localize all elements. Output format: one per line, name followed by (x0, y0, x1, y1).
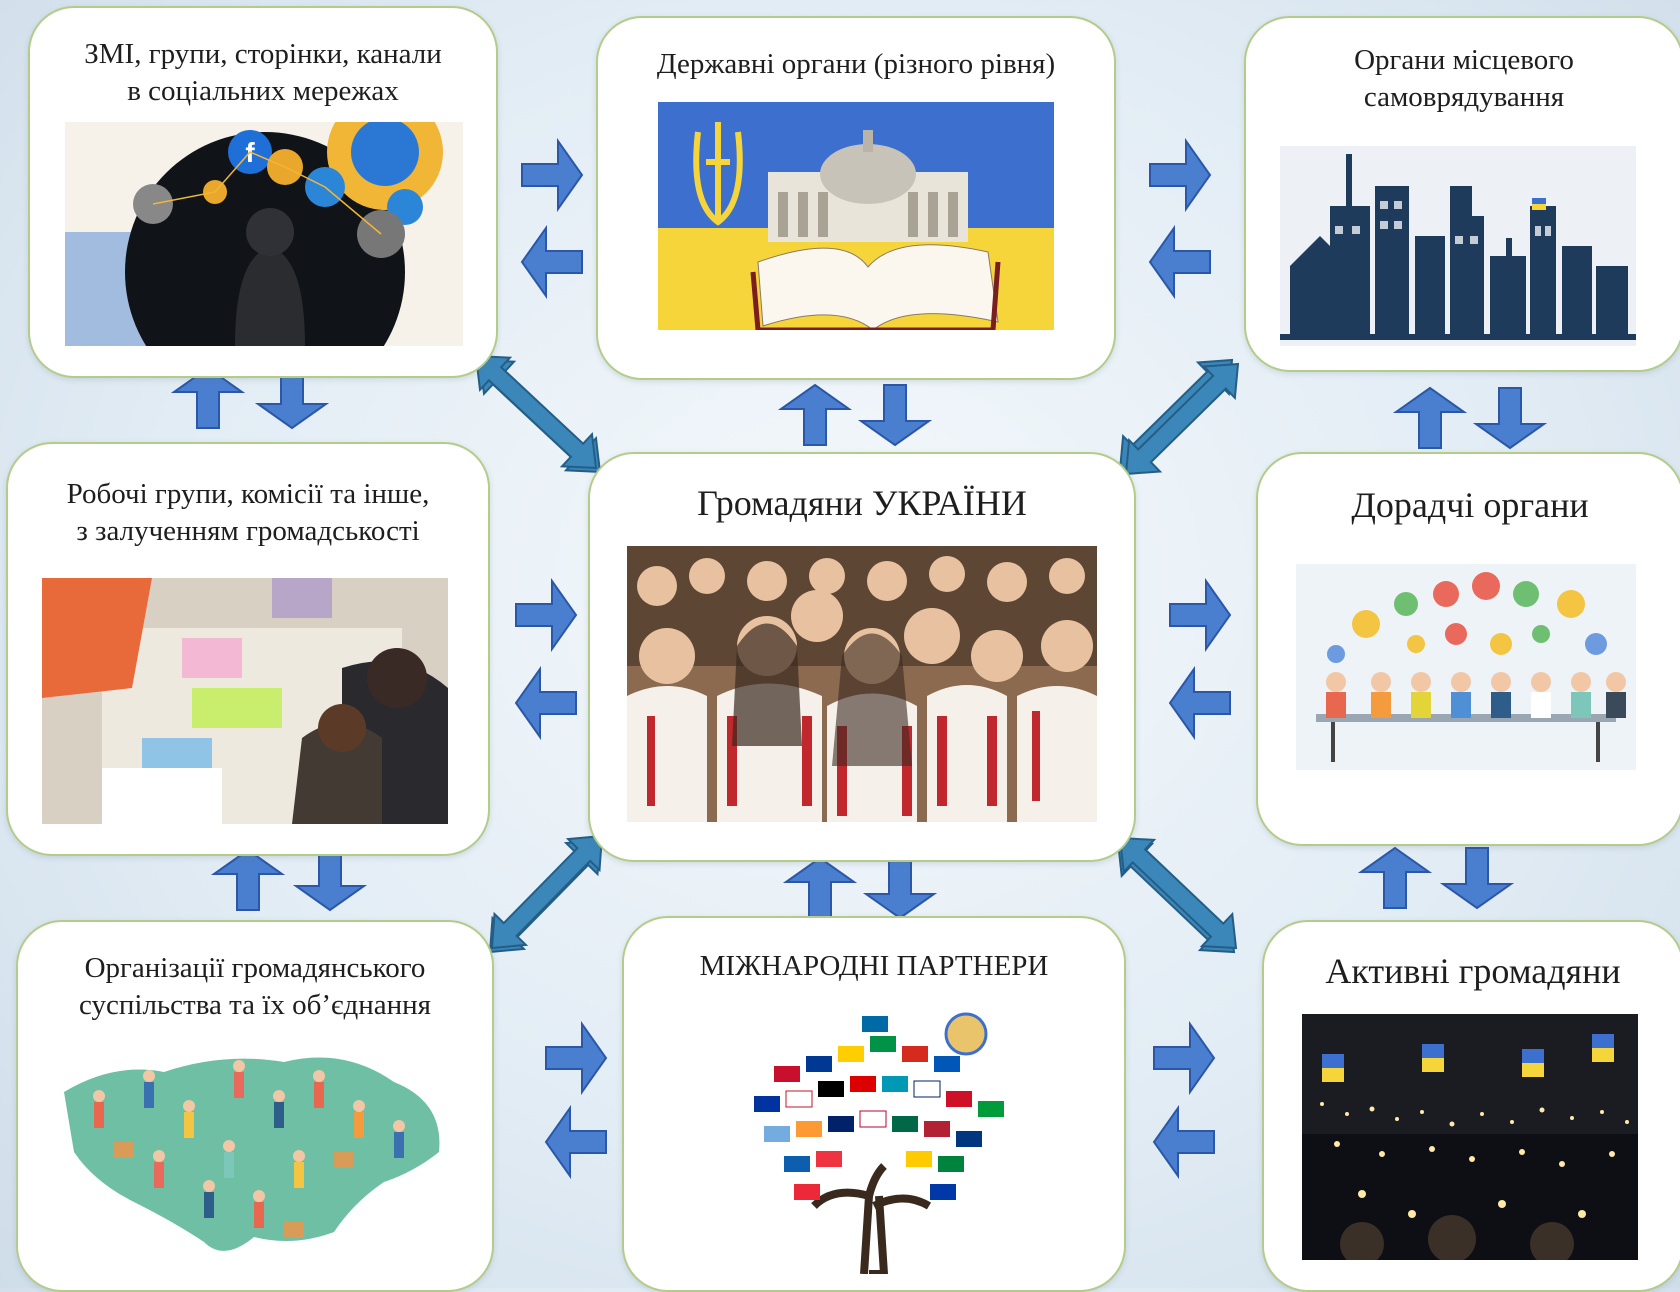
node-state-title: Державні органи (різного рівня) (656, 48, 1056, 80)
advisory-meeting-icon (1296, 564, 1636, 770)
ukraine-map-people-icon (54, 1032, 454, 1272)
working-cso-up-arrow (210, 848, 286, 911)
node-partners-title: МІЖНАРОДНІ ПАРТНЕРИ (699, 950, 1049, 982)
diag-media-citizens-b (474, 354, 598, 470)
advisory-active-down-arrow (1439, 847, 1515, 910)
ukraine-parliament-icon (658, 102, 1054, 330)
diag-citizens-cso-b (490, 834, 604, 950)
flags-tree-icon (734, 1006, 1014, 1274)
media-working-up-arrow (170, 366, 246, 429)
social-media-network-icon: f (65, 122, 463, 346)
citizens-partners-down-arrow (862, 857, 938, 920)
node-state[interactable]: Державні органи (різного рівня) (596, 16, 1116, 380)
working-group-meeting-icon (42, 578, 448, 824)
working-citizens-forward-arrow (515, 577, 578, 653)
media-state-forward-arrow (521, 137, 584, 213)
state-citizens-up-arrow (777, 383, 853, 446)
local-advisory-up-arrow (1392, 386, 1468, 449)
advisory-active-up-arrow (1357, 846, 1433, 909)
working-citizens-back-arrow (514, 665, 577, 741)
local-advisory-down-arrow (1472, 387, 1548, 450)
node-media[interactable]: ЗМІ, групи, сторінки, канали в соціальни… (28, 6, 498, 378)
citizens-partners-up-arrow (782, 856, 858, 919)
diag-citizens-local-b (1124, 362, 1240, 476)
node-local[interactable]: Органи місцевого самоврядування (1244, 16, 1680, 372)
cso-partners-back-arrow (544, 1104, 607, 1180)
working-cso-down-arrow (292, 849, 368, 912)
state-local-forward-arrow (1149, 137, 1212, 213)
node-working[interactable]: Робочі групи, комісії та інше, з залучен… (6, 442, 490, 856)
node-advisory[interactable]: Дорадчі органи (1256, 452, 1680, 846)
node-cso[interactable]: Організації громадянського суспільства т… (16, 920, 494, 1292)
city-skyline-icon (1280, 146, 1636, 346)
media-state-back-arrow (520, 224, 583, 300)
state-citizens-down-arrow (857, 384, 933, 447)
node-citizens-title: Громадяни УКРАЇНИ (697, 483, 1027, 523)
node-active-title: Активні громадяни (1325, 951, 1621, 991)
crowd-of-citizens-icon (627, 546, 1097, 822)
state-local-back-arrow (1148, 224, 1211, 300)
node-working-title: Робочі групи, комісії та інше, з залучен… (66, 478, 430, 547)
node-partners[interactable]: МІЖНАРОДНІ ПАРТНЕРИ (622, 916, 1126, 1292)
node-cso-title: Організації громадянського суспільства т… (79, 952, 431, 1021)
node-media-title: ЗМІ, групи, сторінки, канали в соціальни… (84, 38, 442, 107)
partners-active-forward-arrow (1153, 1020, 1216, 1096)
night-rally-lights-icon (1302, 1014, 1638, 1260)
node-citizens[interactable]: Громадяни УКРАЇНИ (588, 452, 1136, 862)
partners-active-back-arrow (1152, 1104, 1215, 1180)
citizens-advisory-back-arrow (1168, 665, 1231, 741)
citizens-advisory-forward-arrow (1169, 577, 1232, 653)
diag-citizens-active-b (1118, 836, 1238, 950)
node-advisory-title: Дорадчі органи (1351, 485, 1589, 525)
node-active[interactable]: Активні громадяни (1262, 920, 1680, 1292)
cso-partners-forward-arrow (545, 1020, 608, 1096)
node-local-title: Органи місцевого самоврядування (1354, 44, 1574, 113)
